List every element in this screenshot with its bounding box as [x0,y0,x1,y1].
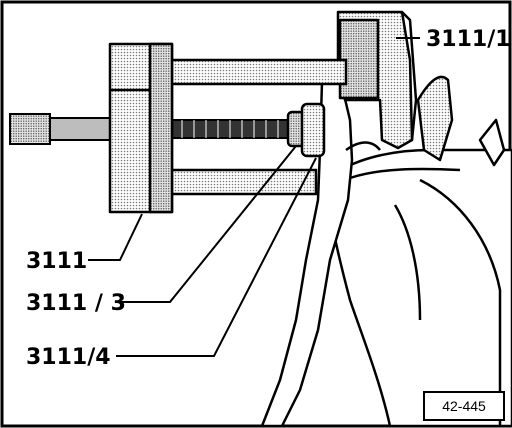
guide-rods [164,58,348,196]
leader-lines [88,37,420,357]
tool-part-3111-4 [300,102,326,158]
vehicle-housing [328,148,512,428]
tool-part-3111-1 [336,10,506,167]
bracket-arm [260,76,381,428]
threaded-spindle [9,113,293,145]
label-3111-1: 3111/1 [426,27,511,52]
figure-reference: 42-445 [442,398,486,414]
label-3111: 3111 [26,249,87,274]
label-3111-4: 3111/4 [26,345,111,370]
figure-reference-box: 42-445 [423,391,505,421]
label-3111-3: 3111 / 3 [26,291,126,316]
tool-part-3111 [108,42,174,214]
